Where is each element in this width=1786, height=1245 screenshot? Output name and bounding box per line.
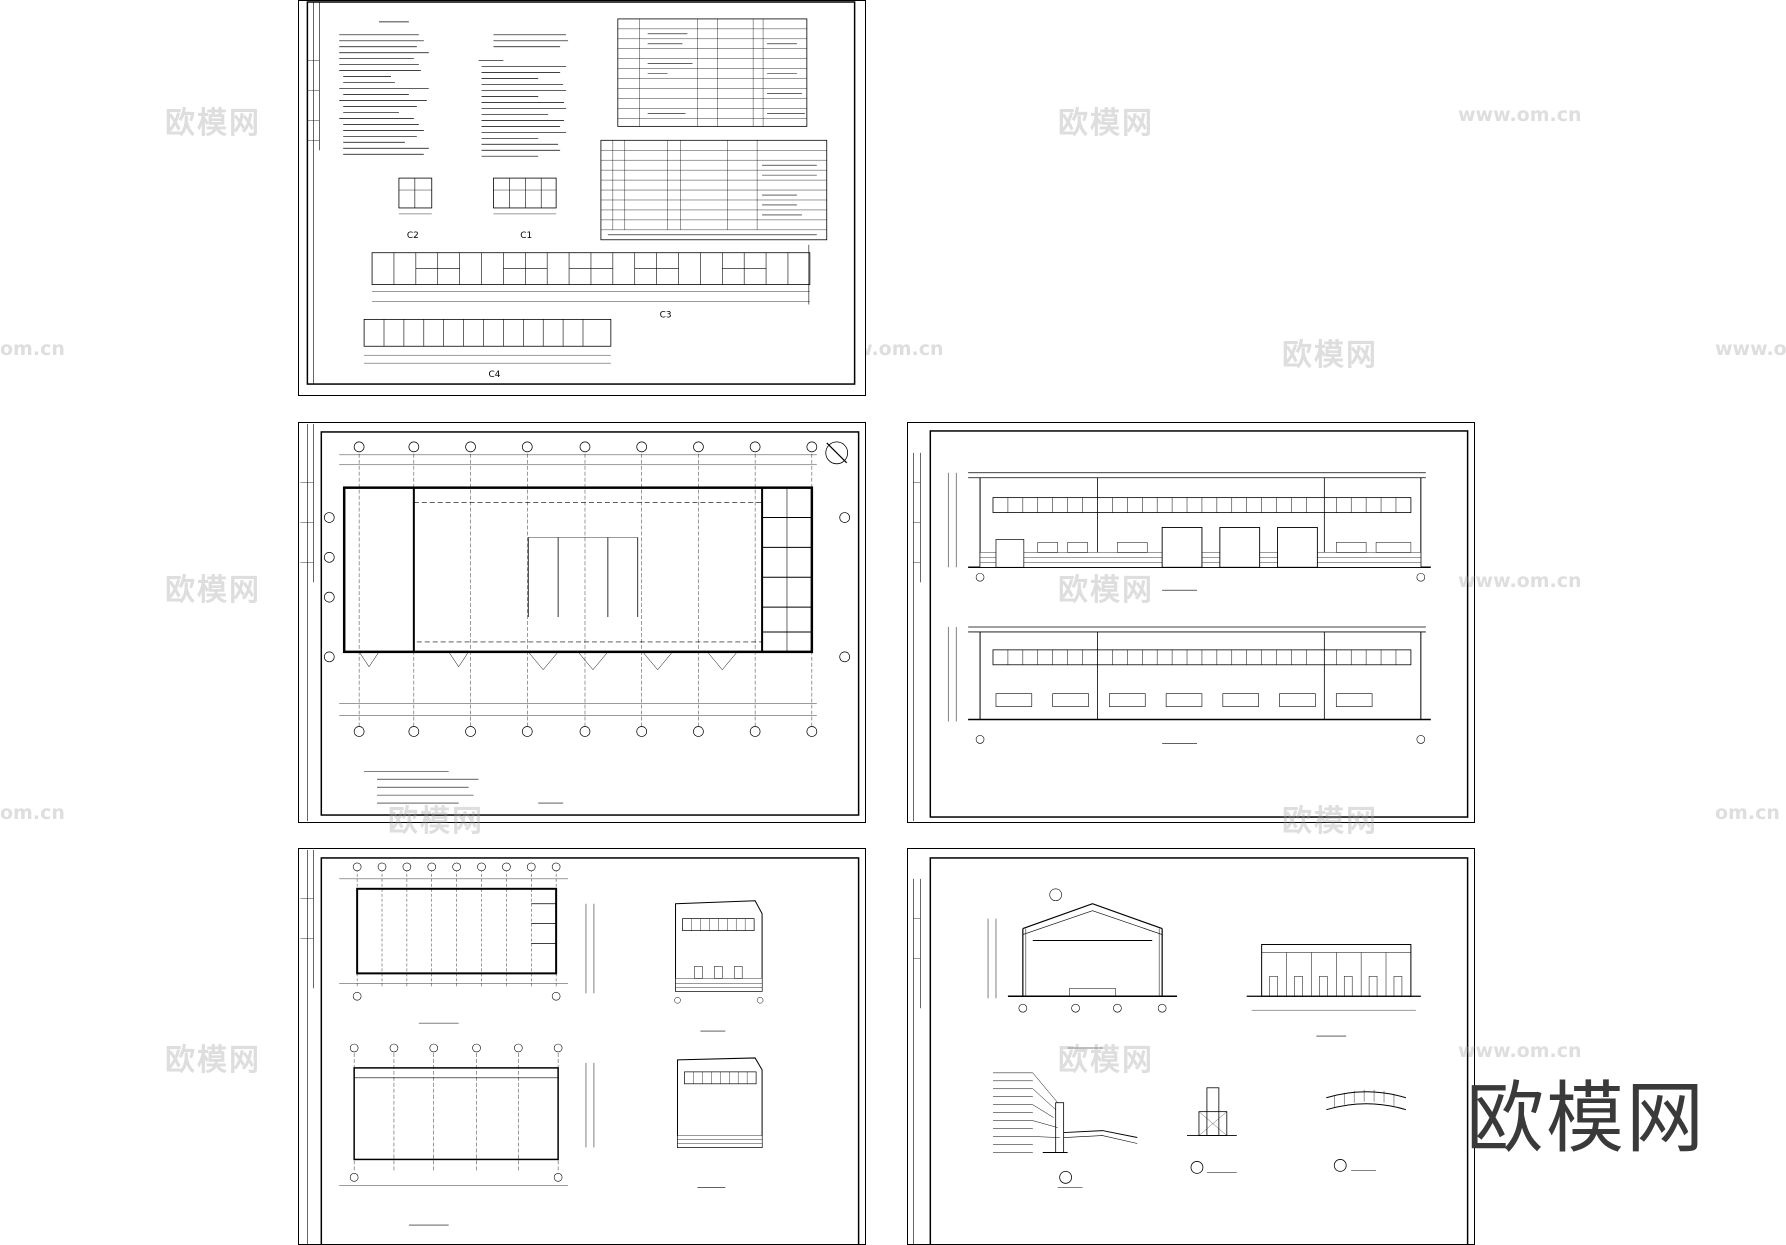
watermark-brand: 欧模网	[165, 1043, 261, 1078]
sheet-notes-drawing: C2 C1 C3	[306, 1, 856, 385]
watermark-brand: 欧模网	[165, 106, 261, 141]
small-building-drawing	[300, 849, 860, 1244]
watermark-brand: 欧模网	[1058, 106, 1154, 141]
watermark-url: www.om.cn	[1458, 104, 1582, 126]
watermark-brand: 欧模网	[165, 573, 261, 608]
sheet-small-building	[298, 848, 866, 1245]
window-label-c2: C2	[407, 231, 419, 241]
brand-logo-text: 欧模网	[1466, 1074, 1707, 1164]
sheet-design-notes: C2 C1 C3	[298, 0, 866, 396]
sheet-elevations	[907, 422, 1475, 823]
sheet-sections-details	[907, 848, 1475, 1245]
sheet-floor-plan	[298, 422, 866, 823]
floor-plan-drawing	[300, 423, 860, 822]
watermark-url: om.cn	[1715, 802, 1780, 824]
window-label-c3: C3	[660, 310, 672, 320]
watermark-url: www.om.cn	[1458, 570, 1582, 592]
window-label-c1: C1	[520, 231, 532, 241]
window-label-c4: C4	[488, 370, 500, 380]
elevations-drawing	[913, 430, 1469, 822]
watermark-url: www.om.cn	[1715, 338, 1786, 360]
watermark-brand: 欧模网	[1282, 338, 1378, 373]
sections-drawing	[913, 857, 1469, 1244]
watermark-url: om.cn	[0, 338, 65, 360]
watermark-url: om.cn	[0, 802, 65, 824]
